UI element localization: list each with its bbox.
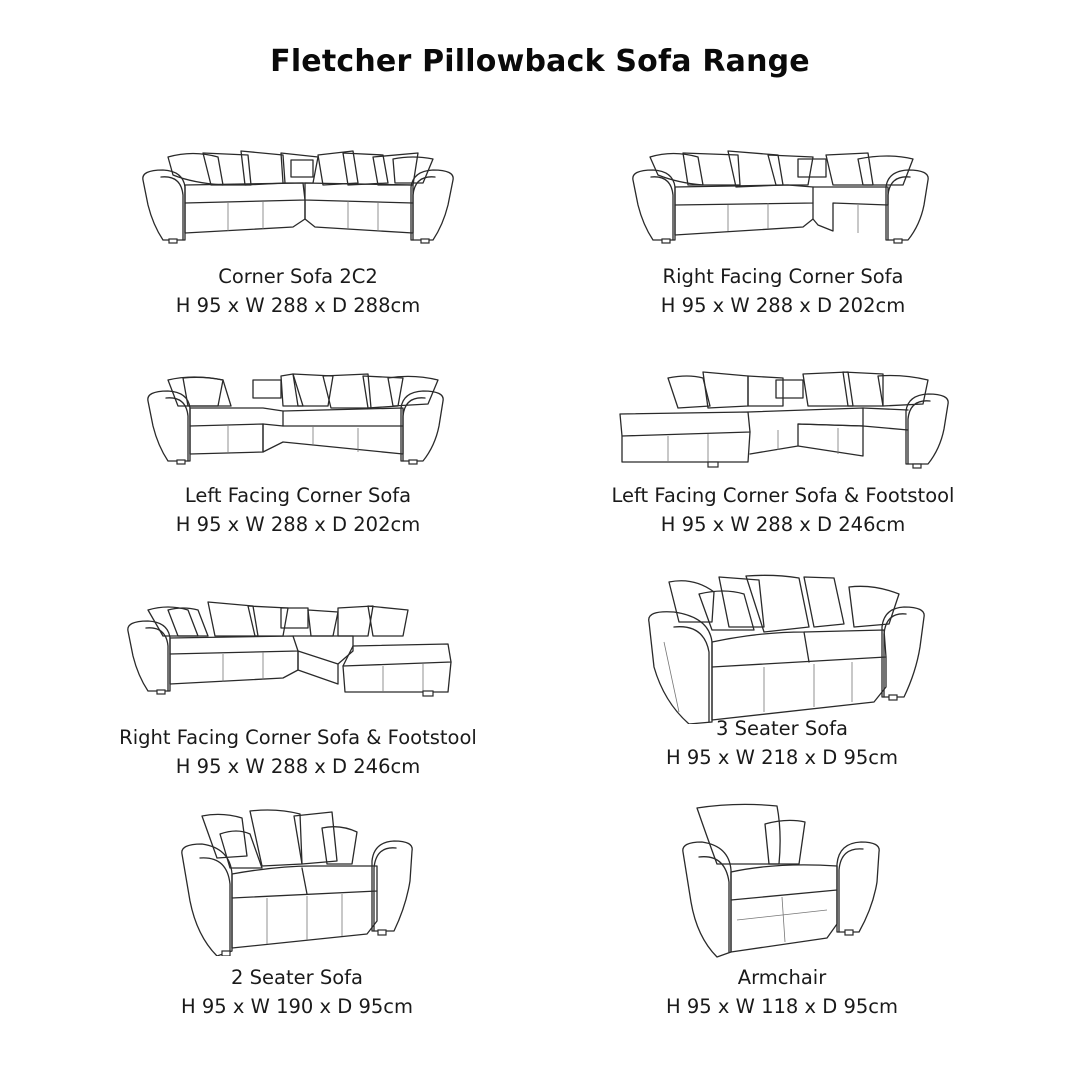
product-card-right-facing-corner-sofa: Right Facing Corner Sofa H 95 x W 288 x … bbox=[595, 145, 971, 320]
product-name: Left Facing Corner Sofa & Footstool bbox=[611, 484, 955, 507]
product-card-3-seater-sofa: 3 Seater Sofa H 95 x W 218 x D 95cm bbox=[622, 572, 942, 772]
product-name: Right Facing Corner Sofa bbox=[662, 265, 904, 288]
product-dimensions: H 95 x W 118 x D 95cm bbox=[666, 995, 898, 1018]
product-card-corner-sofa-2c2: Corner Sofa 2C2 H 95 x W 288 x D 288cm bbox=[120, 145, 476, 320]
2-seater-sofa-icon bbox=[181, 809, 413, 956]
page-title: Fletcher Pillowback Sofa Range bbox=[270, 44, 810, 79]
product-name: Left Facing Corner Sofa bbox=[184, 484, 412, 507]
product-name: 2 Seater Sofa bbox=[231, 966, 363, 989]
product-name: Armchair bbox=[737, 966, 827, 989]
product-name: Right Facing Corner Sofa & Footstool bbox=[119, 726, 477, 749]
product-dimensions: H 95 x W 190 x D 95cm bbox=[181, 995, 413, 1018]
product-dimensions: H 95 x W 288 x D 202cm bbox=[660, 294, 906, 317]
product-dimensions: H 95 x W 288 x D 202cm bbox=[175, 513, 421, 536]
product-dimensions: H 95 x W 218 x D 95cm bbox=[666, 746, 898, 769]
product-dimensions: H 95 x W 288 x D 246cm bbox=[660, 513, 906, 536]
product-name: 3 Seater Sofa bbox=[716, 717, 848, 740]
left-facing-corner-sofa-footstool-icon bbox=[619, 371, 949, 469]
corner-sofa-2c2-icon bbox=[142, 150, 454, 244]
product-card-left-facing-corner-sofa: Left Facing Corner Sofa H 95 x W 288 x D… bbox=[120, 366, 476, 539]
left-facing-corner-sofa-icon bbox=[147, 373, 444, 465]
3-seater-sofa-icon bbox=[648, 574, 925, 724]
right-facing-corner-sofa-icon bbox=[632, 150, 929, 244]
product-dimensions: H 95 x W 288 x D 246cm bbox=[175, 755, 421, 778]
product-card-armchair: Armchair H 95 x W 118 x D 95cm bbox=[652, 802, 912, 1021]
product-name: Corner Sofa 2C2 bbox=[218, 265, 378, 288]
product-card-right-facing-corner-sofa-footstool: Right Facing Corner Sofa & Footstool H 9… bbox=[90, 596, 506, 781]
right-facing-corner-sofa-footstool-icon bbox=[127, 601, 452, 697]
product-dimensions: H 95 x W 288 x D 288cm bbox=[175, 294, 421, 317]
product-card-2-seater-sofa: 2 Seater Sofa H 95 x W 190 x D 95cm bbox=[152, 806, 442, 1021]
armchair-icon bbox=[682, 803, 880, 958]
product-card-left-facing-corner-sofa-footstool: Left Facing Corner Sofa & Footstool H 95… bbox=[575, 364, 991, 539]
